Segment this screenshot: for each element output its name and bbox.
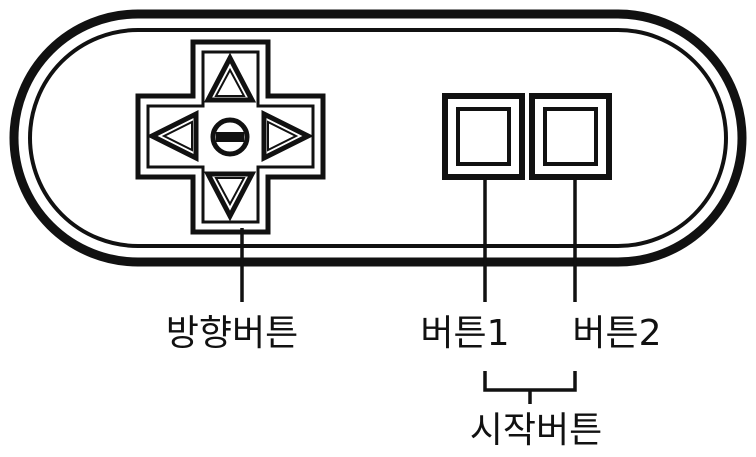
- button-2-inner: [543, 107, 598, 166]
- d-pad-center-icon: [210, 117, 250, 157]
- d-pad-up-icon: [203, 52, 257, 103]
- d-pad-outline: [135, 39, 326, 235]
- button2-label: 버튼2: [572, 313, 661, 354]
- start-bracket: [483, 371, 577, 392]
- button1-label: 버튼1: [420, 313, 509, 354]
- button-1-inner: [456, 107, 511, 166]
- controller-outer-outline: [9, 9, 747, 267]
- controller-inner-outline: [28, 28, 728, 248]
- d-pad-down-icon: [203, 171, 257, 222]
- d-pad-right-icon: [261, 109, 314, 163]
- start-button-label: 시작버튼: [470, 410, 602, 451]
- button-1[interactable]: [442, 93, 525, 180]
- direction-button-label: 방향버튼: [166, 313, 298, 354]
- d-pad-left-icon: [146, 109, 199, 163]
- button-2[interactable]: [529, 93, 612, 180]
- leader-lines: [240, 177, 577, 404]
- controller-body: [9, 9, 747, 267]
- button-2-outer: [529, 93, 612, 180]
- d-pad[interactable]: [135, 39, 326, 235]
- d-pad-inner-outline: [146, 50, 315, 224]
